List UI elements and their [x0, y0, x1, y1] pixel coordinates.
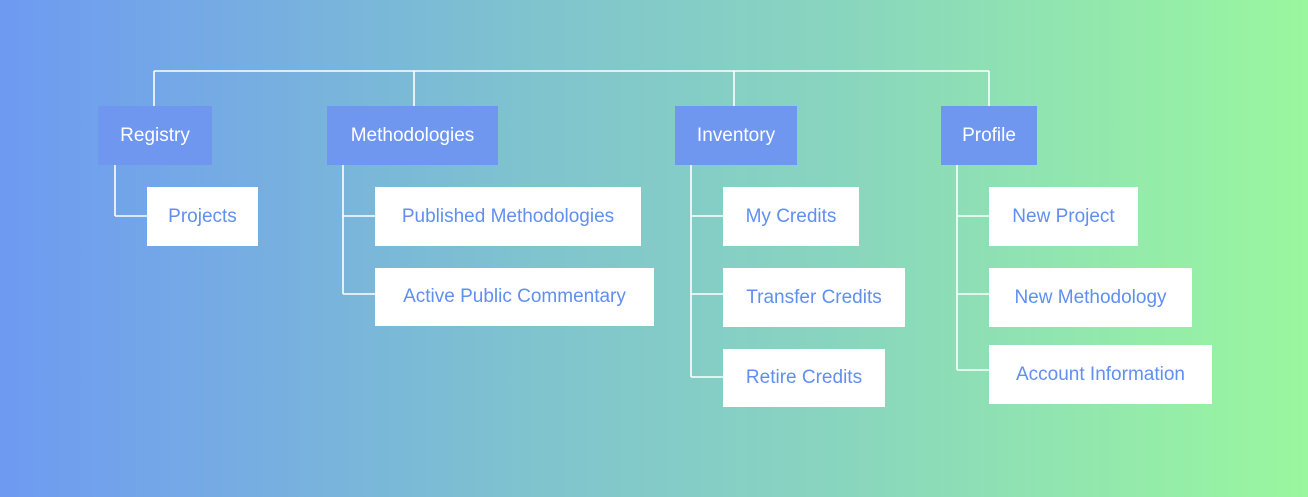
my-credits-node: My Credits: [723, 187, 859, 246]
published-methodologies-node: Published Methodologies: [375, 187, 641, 246]
retire-credits-node: Retire Credits: [723, 349, 885, 407]
active-public-commentary-node: Active Public Commentary: [375, 268, 654, 326]
new-methodology-node: New Methodology: [989, 268, 1192, 327]
registry-node: Registry: [98, 106, 212, 165]
methodologies-node: Methodologies: [327, 106, 498, 165]
profile-node: Profile: [941, 106, 1037, 165]
account-information-node: Account Information: [989, 345, 1212, 404]
inventory-node: Inventory: [675, 106, 797, 165]
transfer-credits-node: Transfer Credits: [723, 268, 905, 327]
projects-node: Projects: [147, 187, 258, 246]
new-project-node: New Project: [989, 187, 1138, 246]
